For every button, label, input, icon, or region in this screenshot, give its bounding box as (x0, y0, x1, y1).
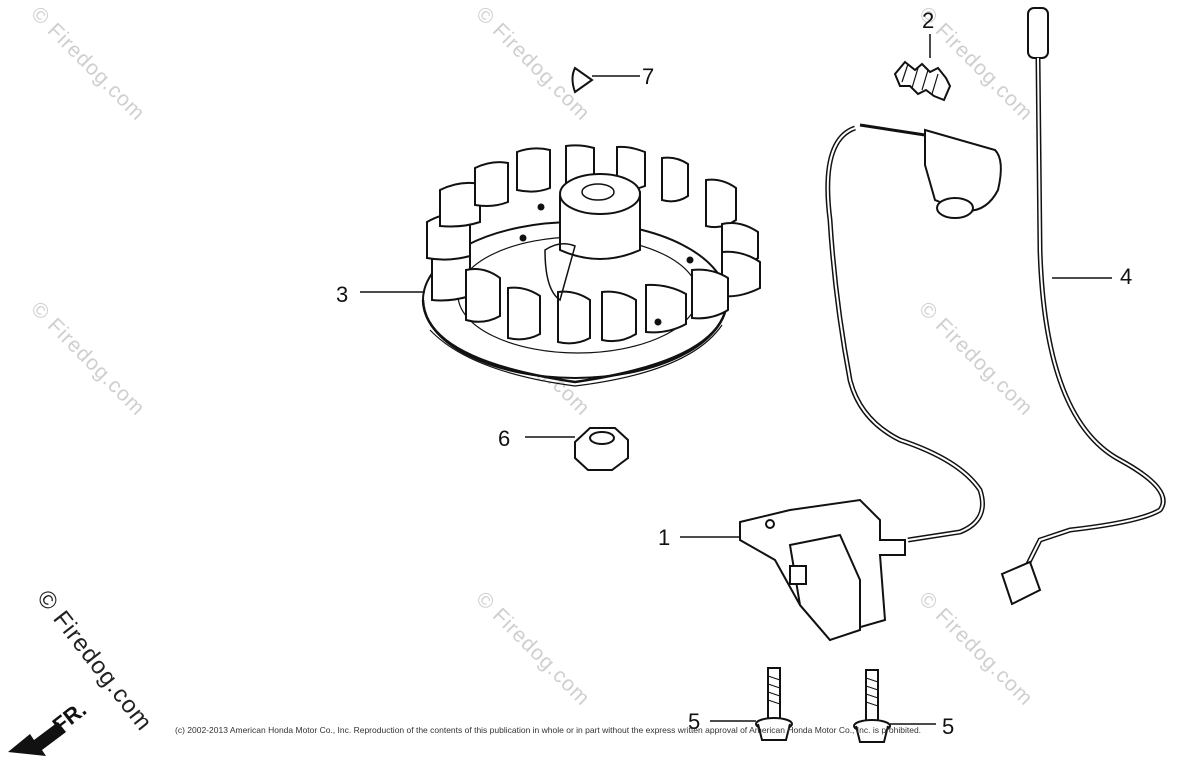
corner-watermark: © Firedog.com (31, 585, 157, 736)
copyright-notice: (c) 2002-2013 American Honda Motor Co., … (175, 725, 921, 735)
watermark-text: © Firedog.com (914, 587, 1037, 710)
callout-7: 7 (642, 64, 654, 89)
callout-1: 1 (658, 525, 670, 550)
watermark-text: © Firedog.com (471, 587, 594, 710)
bolt-right (853, 669, 936, 743)
bolt-left (710, 667, 793, 741)
callout-2: 2 (922, 8, 934, 33)
callout-3: 3 (336, 282, 348, 307)
ignition-coil (680, 123, 1002, 642)
arrow-icon (8, 722, 66, 756)
callout-5-left: 5 (688, 709, 700, 734)
callout-5-right: 5 (942, 714, 954, 739)
watermark-text: © Firedog.com (26, 2, 149, 125)
callout-6: 6 (498, 426, 510, 451)
watermark-text: © Firedog.com (914, 297, 1037, 420)
watermark-text: © Firedog.com (471, 2, 594, 125)
watermark-text: © Firedog.com (26, 297, 149, 420)
spring (893, 34, 952, 102)
flywheel (421, 144, 761, 387)
front-direction-marker: FR. (8, 696, 91, 756)
callout-4: 4 (1120, 264, 1132, 289)
woodruff-key (571, 66, 640, 94)
ground-wire (1000, 7, 1166, 606)
flange-nut (525, 427, 629, 471)
